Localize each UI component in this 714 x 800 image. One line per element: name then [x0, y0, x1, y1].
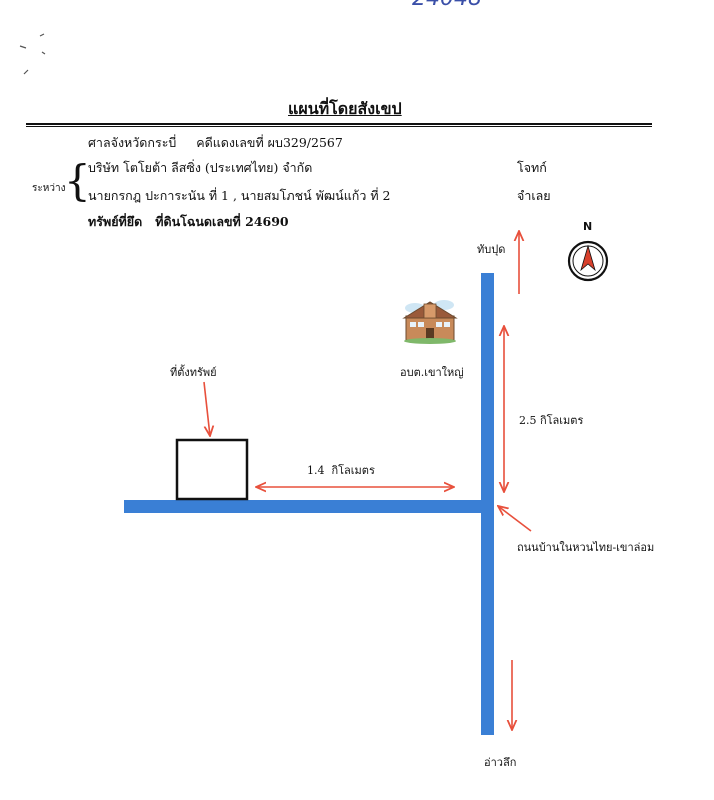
- court-info: ศาลจังหวัดกระบี่ คดีแดงเลขที่ ผบ329/2567: [88, 133, 343, 153]
- defendant-role: จำเลย: [517, 188, 551, 203]
- compass-icon: [567, 240, 609, 282]
- divider-line: [26, 123, 652, 125]
- landmark-label: อบต.เขาใหญ่: [400, 366, 464, 379]
- plaintiff-role: โจทก์: [517, 160, 547, 175]
- road-horizontal: [124, 500, 494, 513]
- school-building-icon: [402, 300, 458, 344]
- seized-property: ทรัพย์ที่ยึด ที่ดินโฉนดเลขที่ 24690: [88, 214, 289, 229]
- handwritten-number: 24048: [412, 0, 482, 11]
- south-destination-label: อ่าวลึก: [484, 756, 517, 769]
- plaintiff-name: บริษัท โตโยต้า ลีสซิ่ง (ประเทศไทย) จำกัด: [88, 160, 313, 175]
- property-arrow: [203, 381, 210, 436]
- road-name-label: ถนนบ้านในหวนไทย-เขาล่อม: [517, 541, 655, 554]
- between-label: ระหว่าง: [32, 183, 66, 194]
- north-label: N: [583, 220, 593, 233]
- road-name-arrow: [498, 506, 532, 532]
- vertical-distance-label: 2.5 กิโลเมตร: [519, 414, 584, 427]
- road-vertical: [481, 273, 494, 735]
- case-number: คดีแดงเลขที่ ผบ329/2567: [196, 135, 343, 150]
- horizontal-distance-label: 1.4 กิโลเมตร: [307, 464, 375, 477]
- north-destination-label: ทับปุด: [477, 243, 506, 256]
- page-title: แผนที่โดยสังเขป: [288, 99, 402, 118]
- court-name: ศาลจังหวัดกระบี่: [88, 135, 177, 150]
- property-box: [175, 438, 249, 501]
- property-location-label: ที่ตั้งทรัพย์: [170, 366, 217, 379]
- defendant-name: นายกรกฎ ปะการะนัน ที่ 1 , นายสมโภชน์ พัฒ…: [88, 188, 391, 203]
- brace: {: [64, 156, 91, 205]
